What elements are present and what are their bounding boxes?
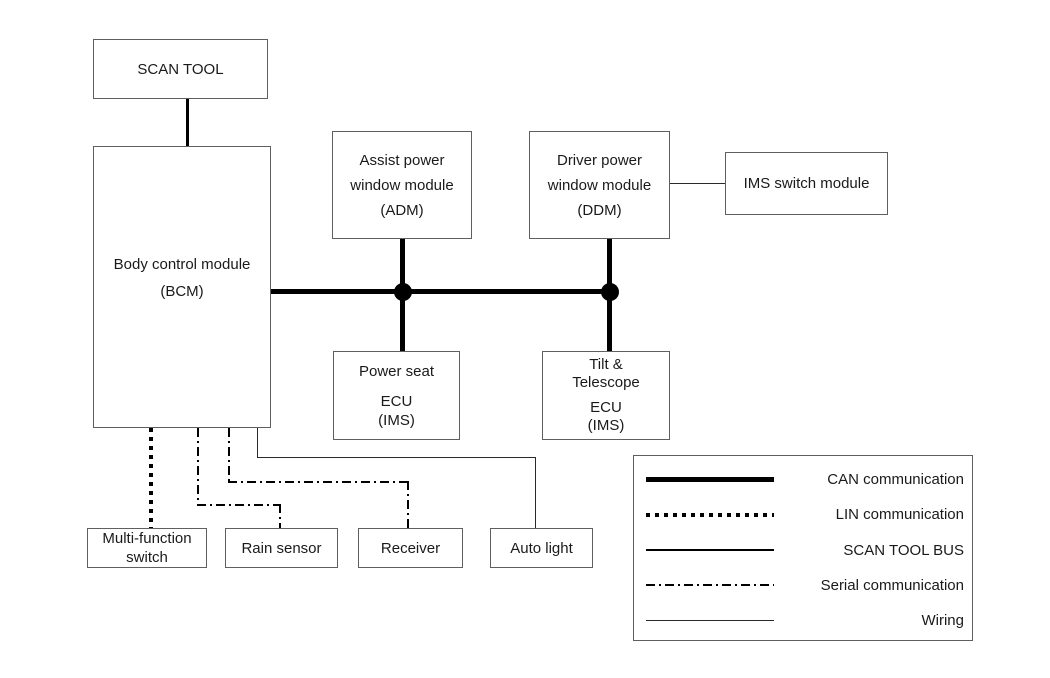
adm-label-line: window module — [350, 176, 454, 194]
legend-row-serial: Serial communication — [646, 568, 964, 603]
power-seat-label-line: Power seat — [358, 362, 435, 380]
legend-box: CAN communication LIN communication SCAN… — [633, 455, 973, 641]
lin-line-sample-icon — [646, 512, 774, 517]
scan-tool-bus-line-sample-icon — [646, 549, 774, 551]
auto-light-label: Auto light — [510, 539, 573, 557]
tilt-telescope-label-line: Tilt & — [589, 356, 623, 373]
lin-line-to-multi-function-switch — [149, 428, 153, 528]
serial-line-to-receiver-vertical — [228, 428, 230, 483]
can-bus-horizontal-line — [270, 289, 611, 294]
ims-switch-module-box: IMS switch module — [725, 152, 888, 215]
power-seat-label-line: ECU — [380, 392, 413, 410]
serial-line-to-rain-sensor-horizontal — [197, 504, 281, 506]
serial-line-to-rain-sensor-vertical — [197, 428, 199, 506]
wiring-to-auto-light-drop — [535, 457, 536, 528]
multi-function-switch-box: Multi-function switch — [87, 528, 207, 568]
assist-power-window-module-box: Assist power window module (ADM) — [332, 131, 472, 239]
adm-label-line: (ADM) — [380, 201, 424, 219]
power-seat-label-line: (IMS) — [378, 411, 415, 429]
legend-label-can: CAN communication — [827, 471, 964, 489]
can-junction-dot-adm — [394, 283, 412, 301]
scan-tool-box: SCAN TOOL — [93, 39, 268, 99]
ddm-label-line: Driver power — [556, 151, 643, 169]
legend-row-wiring: Wiring — [646, 603, 964, 638]
driver-power-window-module-box: Driver power window module (DDM) — [529, 131, 670, 239]
bcm-label-line: Body control module — [113, 256, 251, 273]
receiver-box: Receiver — [358, 528, 463, 568]
ims-switch-label: IMS switch module — [743, 175, 870, 192]
scan-tool-label: SCAN TOOL — [137, 60, 224, 78]
serial-line-to-rain-sensor-drop — [279, 504, 281, 528]
rain-sensor-label: Rain sensor — [241, 539, 322, 557]
power-seat-ecu-box: Power seat ECU (IMS) — [333, 351, 460, 440]
legend-row-can: CAN communication — [646, 462, 964, 497]
adm-label-line: Assist power — [359, 151, 445, 169]
serial-line-to-receiver-horizontal — [228, 481, 409, 483]
legend-row-lin: LIN communication — [646, 497, 964, 532]
wiring-ddm-to-ims-line — [670, 183, 725, 184]
legend-label-wiring: Wiring — [921, 611, 964, 629]
can-junction-dot-ddm — [601, 283, 619, 301]
receiver-label: Receiver — [380, 539, 441, 557]
multi-function-label-line: Multi-function — [102, 530, 192, 547]
wiring-to-auto-light-vertical — [257, 428, 258, 458]
serial-line-to-receiver-drop — [407, 481, 409, 528]
bcm-label-line: (BCM) — [160, 283, 204, 300]
scan-tool-bus-line — [186, 99, 189, 147]
tilt-telescope-label-line: ECU — [590, 399, 622, 416]
wiring-line-sample-icon — [646, 619, 774, 621]
tilt-telescope-ecu-box: Tilt & Telescope ECU (IMS) — [542, 351, 670, 440]
legend-label-lin: LIN communication — [835, 506, 964, 524]
tilt-telescope-label-line: Telescope — [572, 374, 640, 391]
legend-label-scan-tool-bus: SCAN TOOL BUS — [843, 541, 964, 559]
wiring-to-auto-light-horizontal — [257, 457, 536, 458]
ddm-label-line: window module — [547, 176, 652, 194]
multi-function-label-line: switch — [126, 549, 168, 566]
serial-line-sample-icon — [646, 584, 774, 587]
ddm-label-line: (DDM) — [577, 201, 622, 219]
rain-sensor-box: Rain sensor — [225, 528, 338, 568]
auto-light-box: Auto light — [490, 528, 593, 568]
legend-row-scan-tool-bus: SCAN TOOL BUS — [646, 532, 964, 567]
tilt-telescope-label-line: (IMS) — [587, 417, 625, 434]
body-control-module-box: Body control module (BCM) — [93, 146, 271, 428]
legend-label-serial: Serial communication — [820, 576, 964, 594]
can-line-sample-icon — [646, 477, 774, 483]
